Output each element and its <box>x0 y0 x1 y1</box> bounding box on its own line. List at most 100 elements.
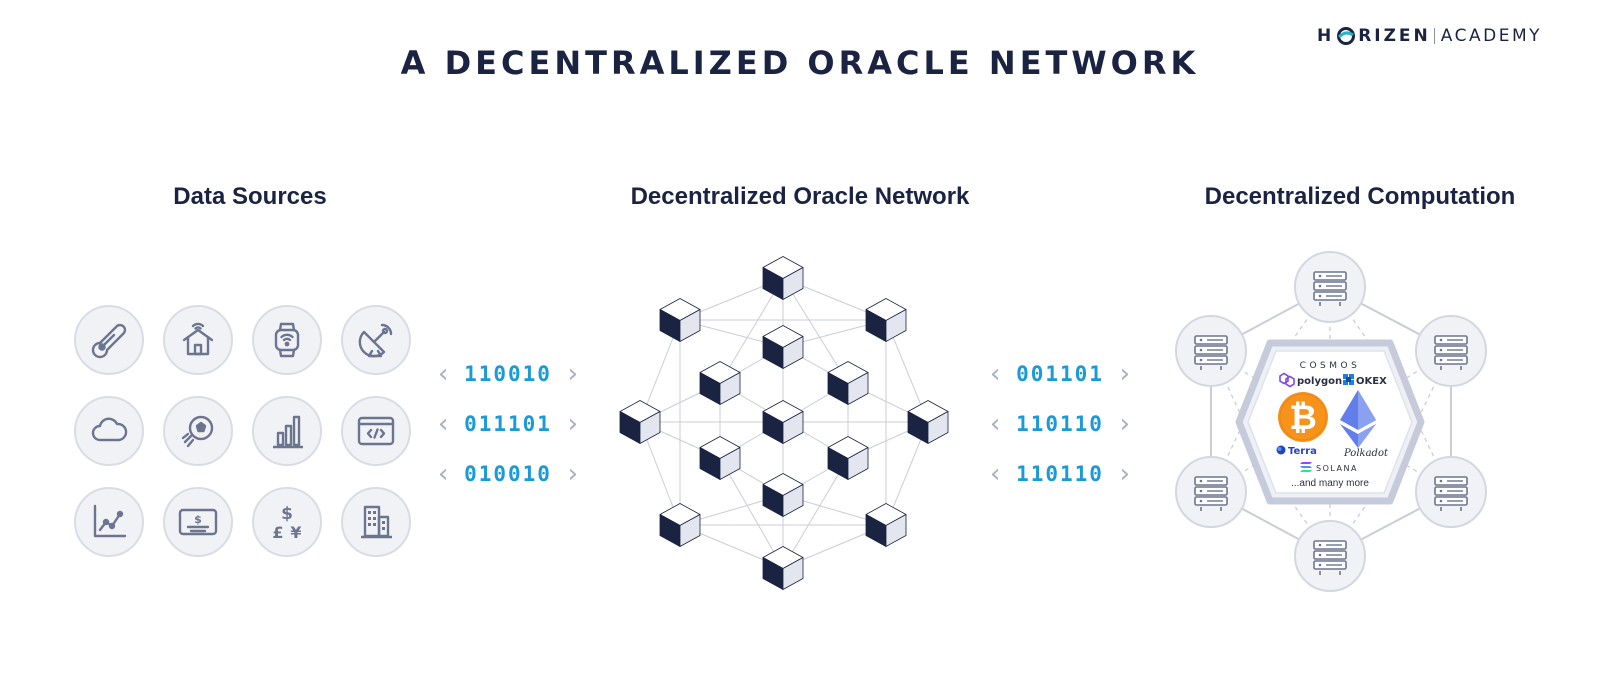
smart-home-icon <box>182 322 214 356</box>
chevron-right-icon: › <box>1119 459 1130 489</box>
network-node-cube <box>699 436 741 480</box>
chevron-left-icon: ‹ <box>990 359 1001 389</box>
currency-icon: $ £ ¥ <box>272 504 301 542</box>
chevron-left-icon: ‹ <box>990 459 1001 489</box>
binary-value: 110010 <box>464 362 552 386</box>
brand-separator <box>1433 28 1435 44</box>
cloud-icon <box>91 417 128 442</box>
many-more-label: ...and many more <box>1291 478 1369 489</box>
payment-card-icon: $ <box>178 508 218 536</box>
soccer-ball-icon <box>181 415 214 448</box>
network-node-cube <box>762 546 804 590</box>
okex-logo: OKEX <box>1343 374 1387 387</box>
ethereum-logo <box>1340 390 1376 448</box>
smartwatch-icon <box>274 322 300 358</box>
network-node-cube <box>699 361 741 405</box>
data-source-item <box>74 487 144 557</box>
chevron-left-icon: ‹ <box>990 409 1001 439</box>
chevron-left-icon: ‹ <box>438 459 449 489</box>
binary-stream-out: ‹ 001101 › <box>990 359 1130 389</box>
network-node-cube <box>659 298 701 342</box>
satellite-dish-icon <box>358 323 393 358</box>
network-node-cube <box>762 400 804 444</box>
polkadot-label: Polkadot <box>1343 448 1389 459</box>
currency-pound: £ <box>272 523 283 542</box>
data-source-item <box>74 305 144 375</box>
data-source-item <box>341 396 411 466</box>
data-source-item <box>163 396 233 466</box>
chevron-right-icon: › <box>1119 409 1130 439</box>
brand-word: RIZEN <box>1358 26 1431 46</box>
data-source-item <box>341 305 411 375</box>
binary-stream-in: ‹ 011101 › <box>438 409 578 439</box>
network-node-cube <box>827 361 869 405</box>
binary-value: 110110 <box>1016 462 1104 486</box>
server-node <box>1294 251 1366 323</box>
chevron-right-icon: › <box>1119 359 1130 389</box>
network-node-cube <box>659 503 701 547</box>
network-node-cube <box>907 400 949 444</box>
binary-value: 001101 <box>1016 362 1104 386</box>
data-source-item <box>252 396 322 466</box>
data-sources-grid: $ $ £ ¥ <box>74 305 414 557</box>
terra-logo: Terra <box>1276 445 1317 457</box>
currency-dollar: $ <box>281 504 293 524</box>
column-title-data-sources: Data Sources <box>173 183 327 210</box>
solana-label: SOLANA <box>1316 464 1358 473</box>
network-node-cube <box>827 436 869 480</box>
network-node-cube <box>762 256 804 300</box>
network-node-cube <box>865 298 907 342</box>
data-source-item <box>163 305 233 375</box>
solana-logo: SOLANA <box>1300 462 1358 473</box>
server-node <box>1175 315 1247 387</box>
polygon-label: polygon <box>1297 376 1342 387</box>
bitcoin-logo: ₿ <box>1278 392 1328 442</box>
polkadot-logo: Polkadot <box>1343 448 1389 459</box>
column-title-computation: Decentralized Computation <box>1204 183 1516 210</box>
polygon-logo: polygon <box>1279 372 1342 388</box>
binary-stream-out: ‹ 110110 › <box>990 459 1130 489</box>
brand-o-icon <box>1337 27 1356 45</box>
chevron-right-icon: › <box>567 409 578 439</box>
currency-yen: ¥ <box>290 523 301 542</box>
chevron-right-icon: › <box>567 359 578 389</box>
thermometer-icon <box>91 323 127 359</box>
binary-value: 011101 <box>464 412 552 436</box>
server-node <box>1415 456 1487 528</box>
payment-card-dollar: $ <box>194 513 202 526</box>
data-source-item <box>74 396 144 466</box>
oracle-network-graph <box>619 256 949 590</box>
network-node-cube <box>762 473 804 517</box>
cosmos-logo: COSMOS <box>1300 361 1361 371</box>
data-source-item <box>252 305 322 375</box>
server-node <box>1175 456 1247 528</box>
network-node-cube <box>619 400 661 444</box>
page-title: A DECENTRALIZED ORACLE NETWORK <box>400 44 1200 82</box>
data-source-item: $ £ ¥ <box>252 487 322 557</box>
binary-stream-in: ‹ 110010 › <box>438 359 578 389</box>
terra-label: Terra <box>1288 446 1317 457</box>
binary-value: 110110 <box>1016 412 1104 436</box>
server-node <box>1415 315 1487 387</box>
brand-letter: H <box>1316 26 1335 46</box>
binary-stream-out: ‹ 110110 › <box>990 409 1130 439</box>
network-node-cube <box>865 503 907 547</box>
server-node <box>1294 520 1366 592</box>
code-window-icon <box>357 416 395 446</box>
okex-label: OKEX <box>1356 376 1387 387</box>
chevron-right-icon: › <box>567 459 578 489</box>
data-source-item <box>341 487 411 557</box>
line-chart-icon <box>93 504 127 538</box>
brand-logo: H RIZEN ACADEMY <box>1317 26 1542 46</box>
binary-stream-in: ‹ 010010 › <box>438 459 578 489</box>
data-source-item: $ <box>163 487 233 557</box>
brand-academy: ACADEMY <box>1440 26 1542 46</box>
computation-hub: COSMOS polygon OKEX ₿ Terra Polkadot SOL <box>1175 251 1487 592</box>
column-title-oracle-network: Decentralized Oracle Network <box>630 183 970 210</box>
network-node-cube <box>762 325 804 369</box>
chevron-left-icon: ‹ <box>438 409 449 439</box>
building-icon <box>361 505 392 539</box>
chevron-left-icon: ‹ <box>438 359 449 389</box>
bar-chart-icon <box>273 415 303 449</box>
svg-text:₿: ₿ <box>1289 398 1317 438</box>
